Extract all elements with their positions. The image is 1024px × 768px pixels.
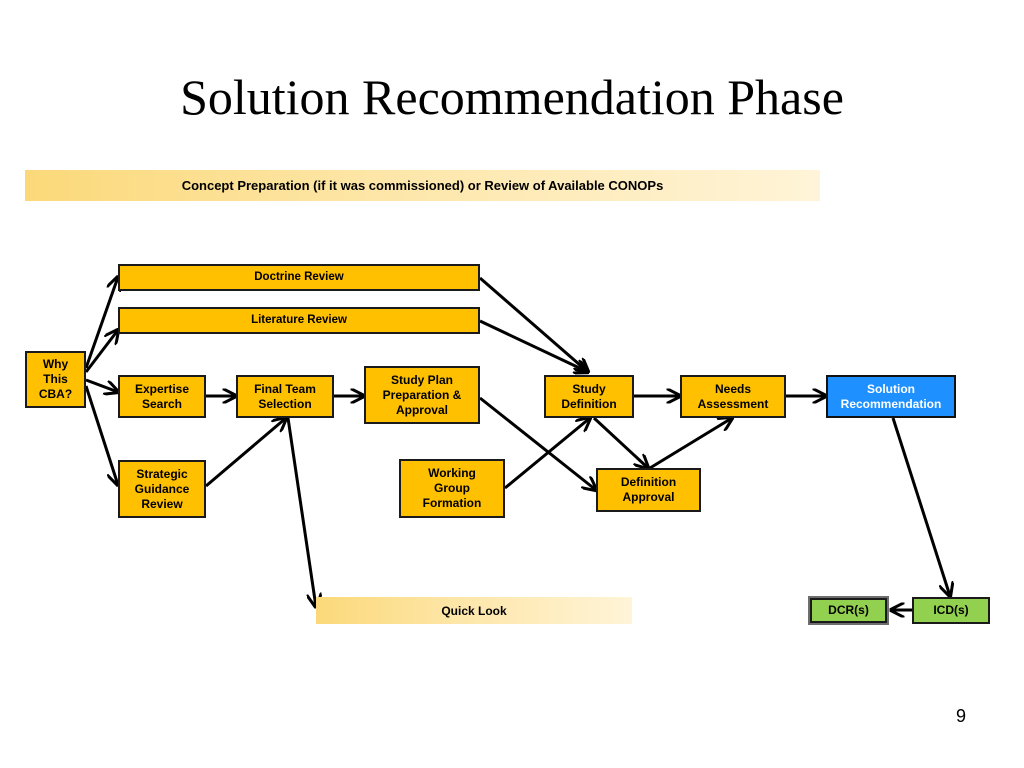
arrow-definition-approval-to-needs — [649, 418, 732, 470]
arrow-working-group-to-study-definition — [504, 418, 590, 490]
dcrs-box: DCR(s) — [810, 598, 887, 623]
quick-look-banner: Quick Look — [316, 597, 632, 624]
arrow-strategic-to-final-team — [205, 418, 286, 488]
arrow-why-to-strategic — [84, 385, 118, 485]
why-this-cba-box: Why This CBA? — [25, 351, 86, 408]
study-plan-box: Study Plan Preparation & Approval — [364, 366, 480, 424]
doctrine-review-box: Doctrine Review — [118, 264, 480, 291]
definition-approval-box: Definition Approval — [596, 468, 701, 512]
arrow-study-definition-to-definition-approval — [592, 416, 648, 468]
arrow-why-to-literature — [84, 330, 118, 373]
arrow-why-to-doctrine — [84, 277, 118, 369]
arrow-solution-to-icds — [891, 417, 950, 596]
concept-preparation-banner: Concept Preparation (if it was commissio… — [25, 170, 820, 201]
arrow-why-to-expertise — [85, 378, 118, 392]
slide-title: Solution Recommendation Phase — [180, 69, 844, 125]
strategic-guidance-review-box: Strategic Guidance Review — [118, 460, 206, 518]
icds-box: ICD(s) — [912, 597, 990, 624]
arrow-doctrine-to-study-definition — [479, 276, 588, 372]
study-definition-box: Study Definition — [544, 375, 634, 418]
final-team-selection-box: Final Team Selection — [236, 375, 334, 418]
page-number: 9 — [955, 706, 966, 726]
expertise-search-box: Expertise Search — [118, 375, 206, 418]
working-group-formation-box: Working Group Formation — [399, 459, 505, 518]
arrow-final-team-to-quick-look — [286, 417, 316, 607]
arrow-literature-to-study-definition — [479, 319, 588, 372]
arrow-study-plan-to-definition-approval — [479, 396, 596, 490]
solution-recommendation-box: Solution Recommendation — [826, 375, 956, 418]
needs-assessment-box: Needs Assessment — [680, 375, 786, 418]
literature-review-box: Literature Review — [118, 307, 480, 334]
